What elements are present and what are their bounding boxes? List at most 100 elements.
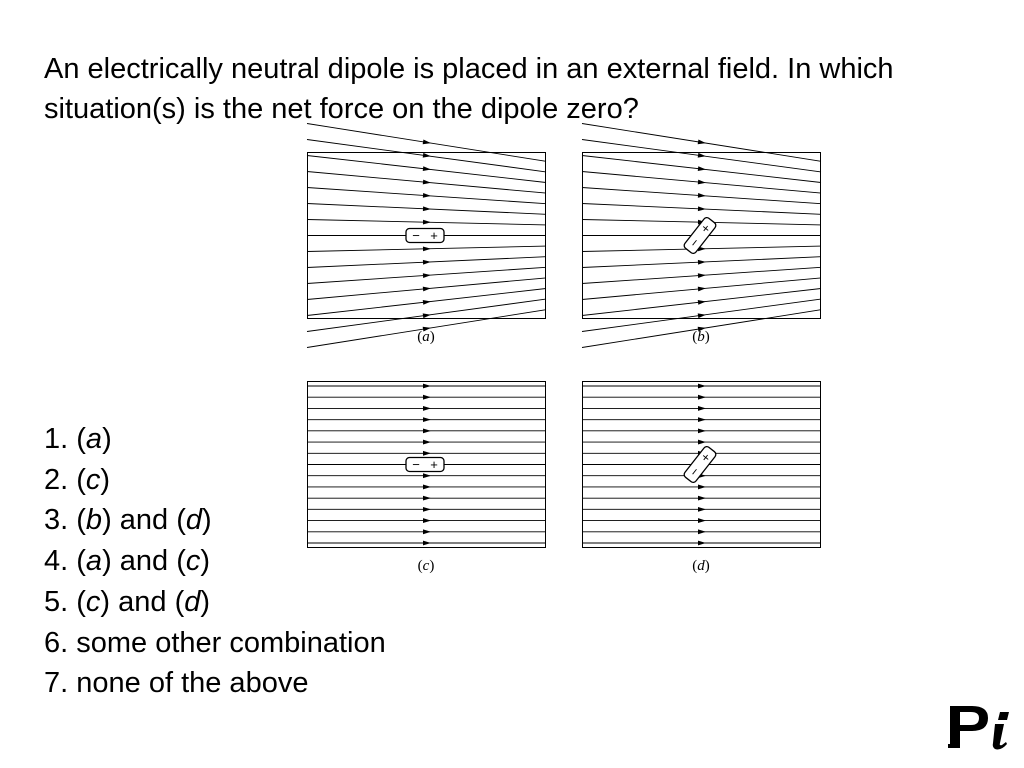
- answer-choices: 1. (a)2. (c)3. (b) and (d)4. (a) and (c)…: [44, 419, 386, 704]
- field-arrow: [422, 246, 431, 252]
- dipole: −+: [683, 445, 717, 484]
- field-arrow: [423, 540, 431, 546]
- field-panel-d: −+: [582, 381, 821, 548]
- field-lines: [582, 383, 821, 546]
- field-panel-a: −+: [306, 123, 547, 348]
- choice-text: ): [200, 585, 211, 618]
- field-arrow: [422, 179, 431, 185]
- field-arrow: [422, 166, 431, 171]
- choice-text: (: [76, 463, 86, 496]
- answer-choice: 2. (c): [44, 460, 386, 501]
- choice-text: ) and (: [102, 504, 186, 537]
- dipole-negative-sign: −: [412, 457, 420, 472]
- field-diagram-b: −+: [581, 123, 822, 348]
- field-arrow: [422, 152, 431, 158]
- field-arrow: [698, 428, 706, 434]
- field-arrow: [423, 383, 431, 389]
- field-arrow: [422, 286, 431, 292]
- field-arrow: [423, 484, 431, 490]
- choice-text: c: [85, 585, 101, 618]
- field-arrow: [697, 139, 706, 145]
- field-lines: [307, 383, 546, 546]
- choice-text: ): [100, 463, 111, 496]
- field-arrow: [423, 495, 431, 501]
- choice-text: d: [184, 585, 201, 618]
- choice-text: (: [76, 423, 86, 455]
- field-arrow: [422, 313, 431, 319]
- field-arrow: [422, 206, 431, 212]
- question-text: An electrically neutral dipole is placed…: [44, 53, 894, 125]
- field-arrow: [698, 540, 706, 546]
- choice-text: ): [102, 423, 112, 455]
- field-arrow: [697, 179, 706, 185]
- field-arrow: [698, 484, 706, 490]
- choice-text: ): [202, 504, 212, 537]
- dipole: −+: [683, 216, 717, 255]
- pi-logo-icon: [946, 700, 1018, 757]
- choice-text: b: [85, 504, 103, 537]
- field-arrow: [698, 406, 706, 411]
- choice-text: a: [85, 545, 103, 578]
- field-arrow: [423, 450, 431, 456]
- choice-text: ): [200, 545, 211, 578]
- field-arrow: [697, 192, 706, 198]
- dipole-positive-sign: +: [430, 228, 438, 243]
- dipole: −+: [405, 456, 445, 473]
- caption-d-letter: d: [697, 558, 705, 574]
- choice-text: (: [76, 545, 86, 578]
- field-arrow: [423, 406, 431, 411]
- dipole-body: [683, 445, 717, 484]
- field-arrow: [422, 192, 431, 198]
- caption-b: (b): [692, 329, 710, 345]
- field-arrow: [698, 518, 706, 523]
- dipole-positive-sign: +: [430, 457, 438, 472]
- answer-choice: 4. (a) and (c): [44, 541, 386, 582]
- field-arrow: [698, 495, 706, 501]
- field-arrow: [423, 439, 431, 445]
- field-arrow: [697, 286, 706, 292]
- choice-text: ) and (: [102, 545, 186, 578]
- field-arrow: [423, 518, 431, 523]
- field-arrow: [697, 259, 706, 265]
- caption-a-letter: a: [422, 329, 430, 345]
- pi-logo-graphic: [948, 706, 1009, 750]
- caption-c-letter: c: [422, 558, 430, 574]
- field-lines: [306, 123, 547, 348]
- field-arrow: [422, 219, 431, 225]
- dipole-body: [405, 456, 445, 473]
- choice-text: ) and (: [100, 585, 185, 618]
- choice-text: d: [185, 504, 203, 537]
- field-arrow: [697, 166, 706, 171]
- choice-text: c: [85, 463, 101, 496]
- field-arrow: [697, 206, 706, 212]
- field-arrow: [423, 428, 431, 434]
- field-arrow: [697, 152, 706, 158]
- choice-number: 7.: [44, 667, 77, 700]
- field-arrow: [698, 506, 706, 512]
- choice-number: 3.: [44, 504, 77, 537]
- field-arrow: [423, 417, 431, 423]
- choice-text: c: [185, 545, 201, 578]
- field-arrow: [698, 383, 706, 389]
- field-arrow: [423, 473, 431, 479]
- field-diagram-d: −+: [582, 381, 821, 548]
- field-arrow: [698, 417, 706, 423]
- field-arrow: [422, 259, 431, 265]
- field-arrow: [697, 313, 706, 319]
- answer-choice: 5. (c) and (d): [44, 582, 386, 623]
- choice-text: none of the above: [76, 667, 309, 700]
- choice-text: a: [85, 423, 103, 455]
- caption-b-letter: b: [697, 329, 705, 345]
- field-arrow: [697, 326, 706, 332]
- choice-text: some other combination: [76, 626, 386, 659]
- field-arrow: [697, 273, 706, 279]
- choice-number: 6.: [44, 626, 77, 659]
- field-arrow: [422, 326, 431, 332]
- choice-text: (: [76, 504, 86, 537]
- choice-number: 4.: [44, 545, 77, 578]
- caption-d: (d): [692, 558, 710, 574]
- choice-number: 1.: [44, 423, 77, 455]
- field-arrow: [697, 300, 706, 305]
- field-arrow: [698, 439, 706, 445]
- dipole-negative-sign: −: [412, 228, 420, 243]
